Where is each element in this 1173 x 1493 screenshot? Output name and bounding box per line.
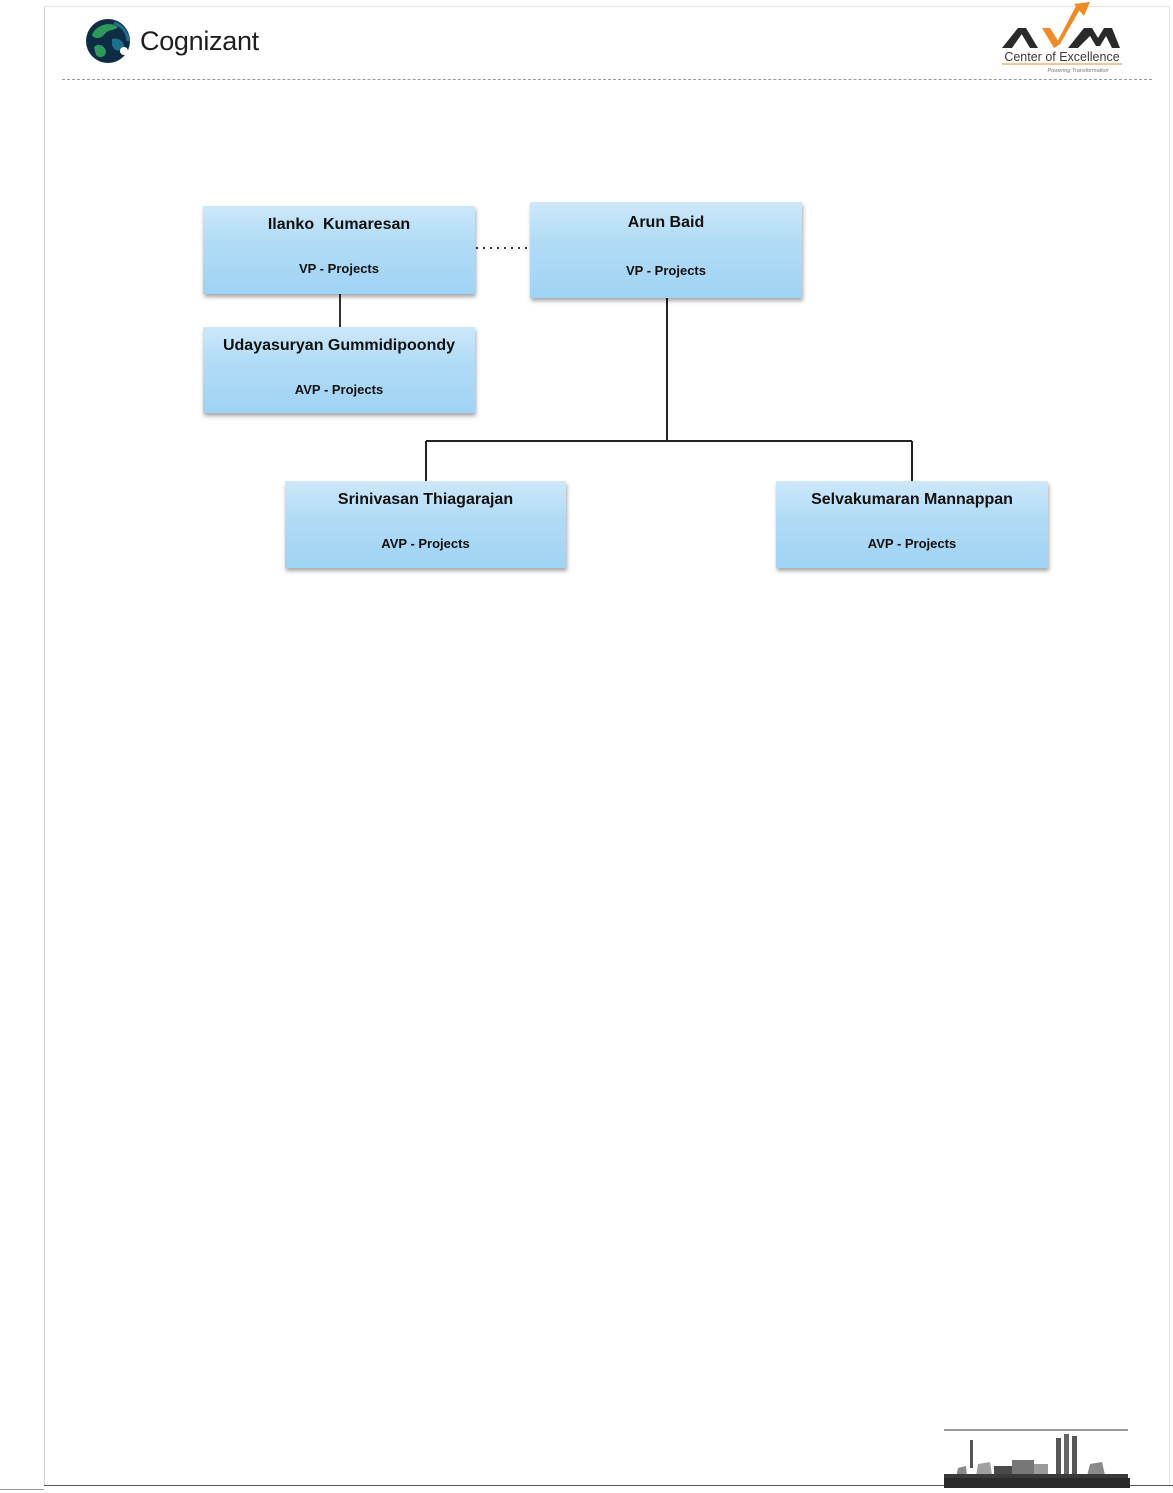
node-role: AVP - Projects bbox=[381, 536, 470, 551]
org-node-udaya: Udayasuryan Gummidipoondy AVP - Projects bbox=[203, 327, 475, 413]
company-name: Cognizant bbox=[140, 25, 259, 56]
node-name: Arun Baid bbox=[627, 214, 705, 231]
globe-icon bbox=[86, 19, 130, 63]
node-role: VP - Projects bbox=[299, 261, 379, 276]
page-corner-mark bbox=[0, 1489, 44, 1490]
org-node-srini: Srinivasan Thiagarajan AVP - Projects bbox=[285, 481, 566, 568]
logo-tagline: Center of Excellence bbox=[1004, 50, 1119, 64]
node-role: AVP - Projects bbox=[867, 536, 957, 551]
page-frame bbox=[44, 6, 1170, 1486]
node-role: VP - Projects bbox=[626, 263, 706, 278]
logo-subtagline: Powering Transformation bbox=[1047, 68, 1108, 74]
node-name: Udayasuryan Gummidipoondy bbox=[222, 337, 456, 354]
org-node-arun: Arun Baid VP - Projects bbox=[530, 202, 802, 298]
node-name: Selvakumaran Mannappan bbox=[811, 491, 1013, 508]
avm-coe-logo: Center of Excellence Powering Transforma… bbox=[1002, 2, 1122, 74]
cognizant-logo: Cognizant bbox=[84, 16, 259, 66]
node-role: AVP - Projects bbox=[294, 382, 384, 397]
page-bottom-border bbox=[44, 1485, 1173, 1486]
org-chart-connectors bbox=[339, 247, 913, 482]
org-node-ilanko: Ilanko Kumaresan VP - Projects bbox=[203, 206, 475, 294]
org-node-selva: Selvakumaran Mannappan AVP - Projects bbox=[776, 481, 1048, 568]
header-divider bbox=[62, 79, 1152, 80]
industrial-skyline-icon bbox=[944, 1429, 1130, 1488]
node-name: Srinivasan Thiagarajan bbox=[337, 491, 514, 508]
node-name: Ilanko Kumaresan bbox=[267, 216, 411, 233]
